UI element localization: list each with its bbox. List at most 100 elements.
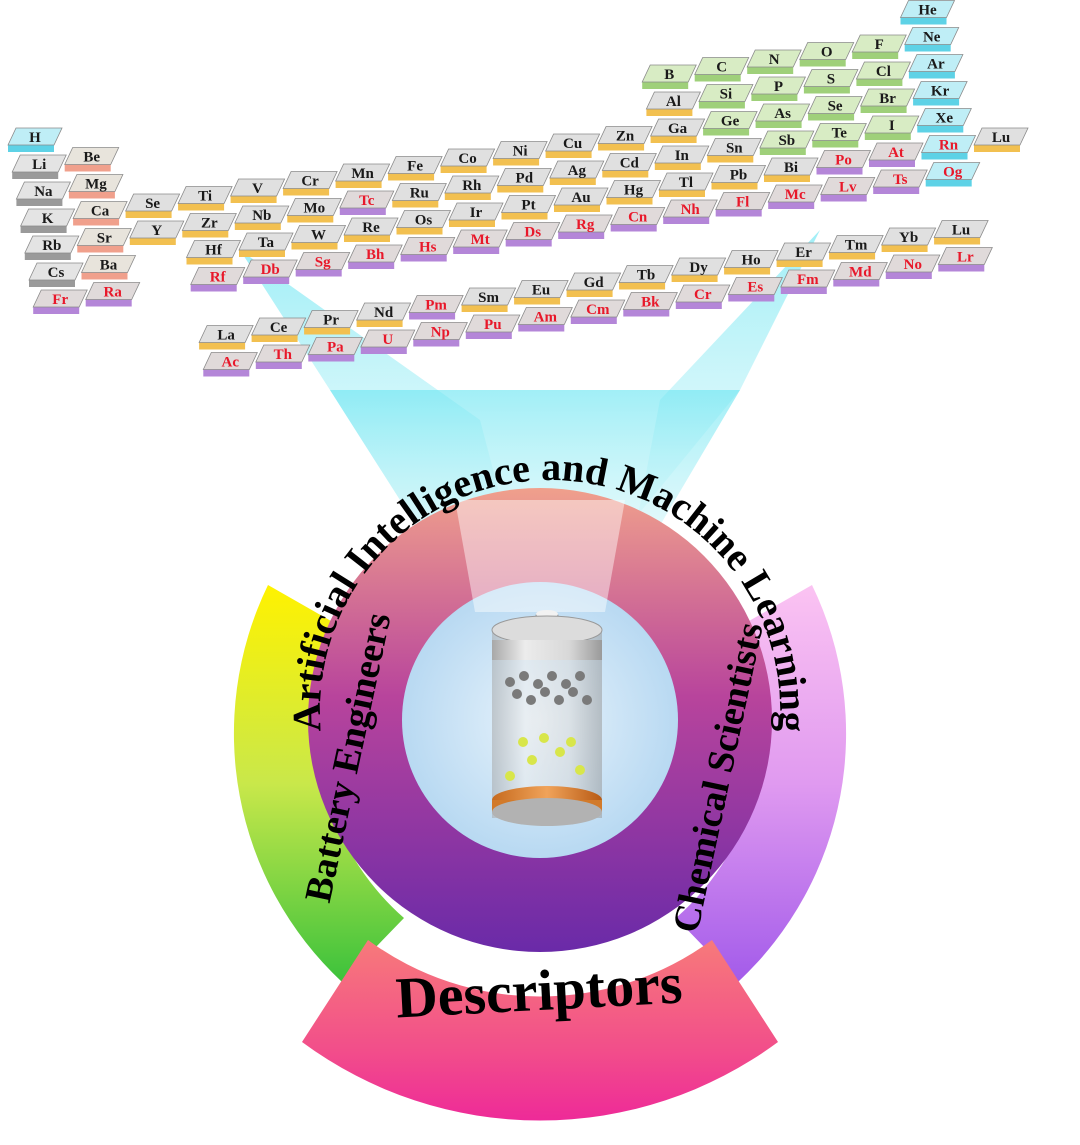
element-tile-side [287,215,334,223]
element-tile-top [181,213,237,231]
element-tile-side [178,203,225,211]
element-tile: Be [64,147,120,172]
element-tile-top [872,169,928,188]
element-tile-top [177,186,233,204]
element-symbol: Nh [681,202,701,218]
element-tile-top [250,317,307,336]
element-tile: Mo [286,198,342,223]
element-tile-top [832,262,888,280]
element-symbol: H [29,130,41,146]
element-tile: H [7,127,63,152]
element-tile-side [409,312,456,320]
element-tile-top [72,201,128,219]
element-symbol: Pd [516,171,534,187]
element-tile-side [497,185,544,193]
element-tile: Hs [400,237,456,262]
element-tile-top [32,289,88,308]
element-tile: N [746,49,802,74]
element-tile-side [602,170,649,178]
element-tile: Rf [190,267,246,292]
element-tile: P [750,76,807,101]
element-symbol: Cd [620,156,640,172]
element-tile-top [295,252,351,270]
element-tile: Co [439,148,496,173]
element-tile: Bi [763,157,819,182]
element-tile: Th [255,344,311,369]
element-symbol: Au [571,190,590,206]
element-symbol: Lu [952,223,970,239]
element-symbol: Pa [327,340,344,356]
element-tile: Xe [916,108,972,133]
element-tile-side [724,267,771,275]
element-tile-side [808,113,855,121]
element-tile: C [694,57,750,82]
element-tile-top [803,69,859,87]
element-tile-top [185,240,242,258]
element-tile: K [19,208,76,233]
element-tile-top [811,123,867,141]
element-symbol: U [382,332,393,348]
element-tile-side [400,254,447,262]
element-tile: Fm [780,269,836,294]
element-tile-side [803,86,850,94]
element-symbol: Og [943,165,963,181]
element-symbol: Rn [939,138,959,154]
element-tile-top [238,232,294,251]
element-tile-top [242,259,298,278]
element-tile-side [934,237,981,245]
element-tile-top [851,34,907,53]
element-tile-side [659,190,705,197]
element-symbol: Ac [222,355,240,371]
element-tile-top [500,195,557,213]
element-tile-top [610,207,666,225]
element-tile: Pa [307,337,363,362]
element-tile: Yb [880,227,937,252]
element-tile-top [885,254,941,273]
element-tile: Cn [610,207,666,232]
element-symbol: Mc [785,187,806,203]
element-tile: Pm [408,295,464,320]
element-tile: Ce [250,317,307,342]
element-tile-top [622,292,678,310]
element-symbol: C [716,60,727,76]
element-symbol: Md [849,265,872,281]
element-tile-side [453,247,500,254]
element-tile-top [828,235,884,253]
element-tile-side [768,202,815,209]
element-tile-top [750,76,807,95]
element-tile-side [549,178,596,185]
element-tile-top [391,183,447,201]
element-tile-top [767,184,823,203]
element-symbol: Se [828,99,843,115]
element-symbol: Yb [899,230,918,246]
element-tile: Pr [303,310,359,335]
element-tile-top [286,198,342,216]
element-tile: Zn [597,126,653,151]
element-tile-top [505,222,561,240]
element-tile-top [715,192,771,210]
element-tile: Si [698,84,754,109]
element-tile: Ta [238,232,294,257]
element-tile-top [408,295,464,313]
element-symbol: Cr [694,287,712,303]
element-tile-side [199,342,246,350]
element-symbol: Ca [91,204,110,220]
element-tile-side [190,284,237,292]
element-tile-top [465,314,521,333]
element-tile-top [754,103,811,122]
element-tile-side [694,74,741,82]
element-symbol: Sr [97,231,112,247]
element-tile: Ra [85,282,141,307]
element-tile-top [920,135,977,153]
element-tile-side [703,128,750,136]
element-tile: Pu [465,314,521,339]
element-tile: Nh [662,199,718,224]
element-tile-side [344,235,390,242]
element-tile-side [755,121,802,128]
element-tile-top [565,272,622,291]
element-tile-side [68,191,115,199]
element-tile: Li [11,154,67,179]
element-symbol: As [774,106,791,122]
element-symbol: Ta [258,235,275,251]
